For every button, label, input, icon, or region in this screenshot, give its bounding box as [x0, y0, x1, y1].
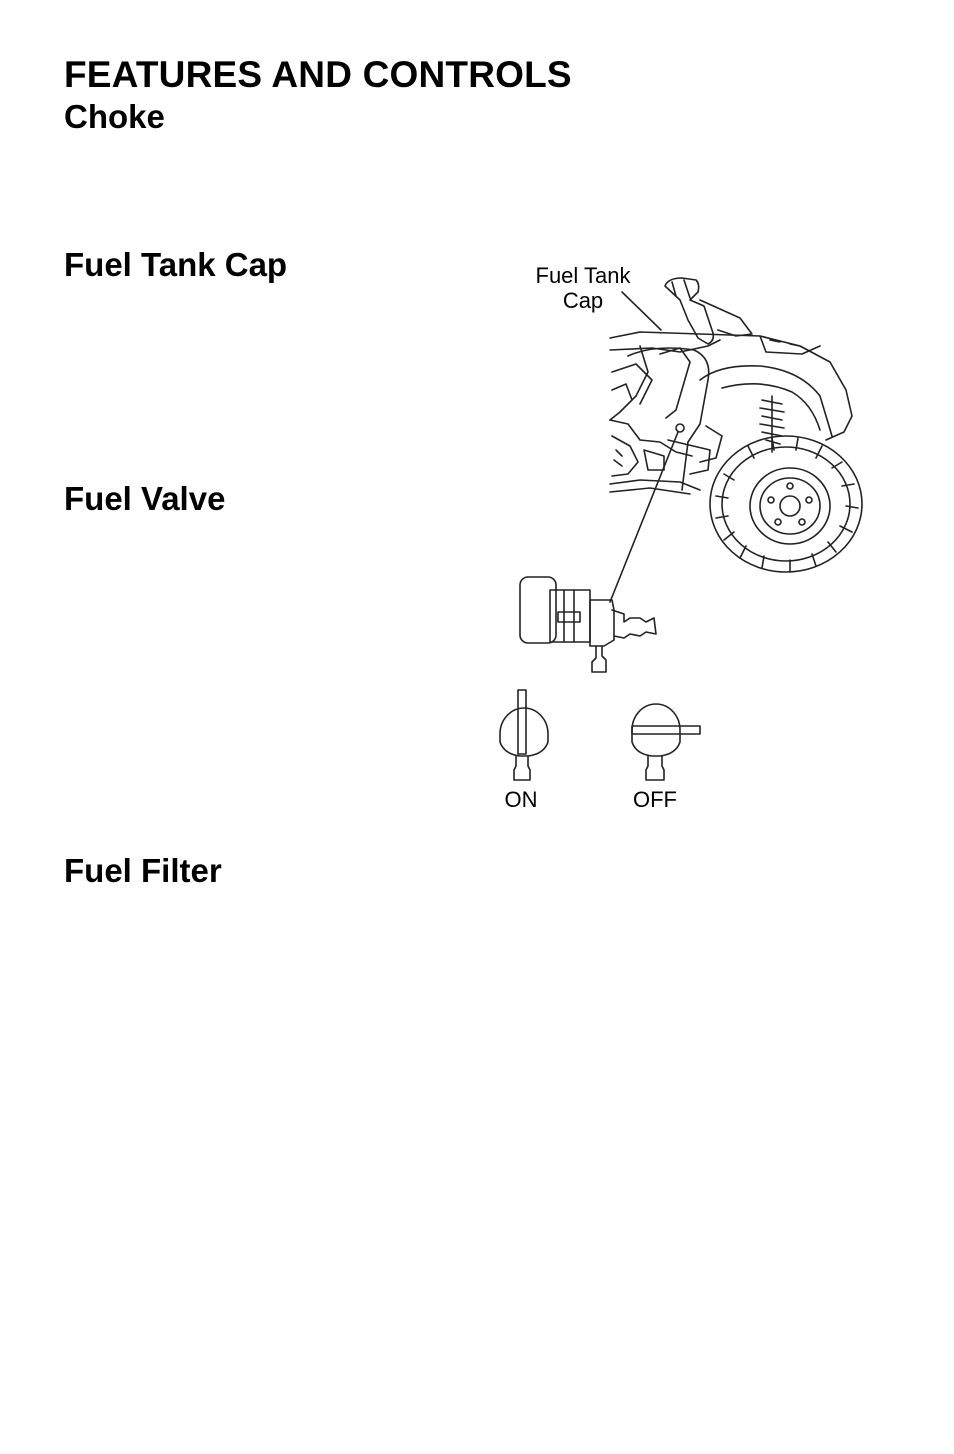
callout-label-fuel-tank-cap: Fuel Tank Cap — [523, 263, 643, 313]
callout-label-line1: Fuel Tank — [535, 263, 631, 288]
section-heading-fuel-valve: Fuel Valve — [64, 480, 226, 517]
callout-line-valve — [609, 431, 679, 603]
handlebar-drawing — [664, 277, 753, 345]
section-heading-fuel-tank-cap: Fuel Tank Cap — [64, 246, 288, 283]
section-heading-fuel-filter: Fuel Filter — [64, 852, 222, 889]
callout-label-line2: Cap — [562, 288, 604, 313]
valve-location-marker — [675, 423, 685, 433]
fuel-valve-detail-drawing — [519, 576, 657, 673]
valve-off-position-icon — [631, 703, 701, 781]
valve-on-label: ON — [504, 787, 538, 812]
valve-on-position-icon — [499, 689, 549, 781]
page-title: FEATURES AND CONTROLS — [64, 54, 572, 95]
atv-body-drawing — [609, 331, 853, 495]
valve-off-label: OFF — [633, 787, 677, 812]
section-heading-choke: Choke — [64, 98, 165, 135]
front-wheel-drawing — [709, 435, 863, 573]
callout-line-cap — [621, 291, 662, 331]
